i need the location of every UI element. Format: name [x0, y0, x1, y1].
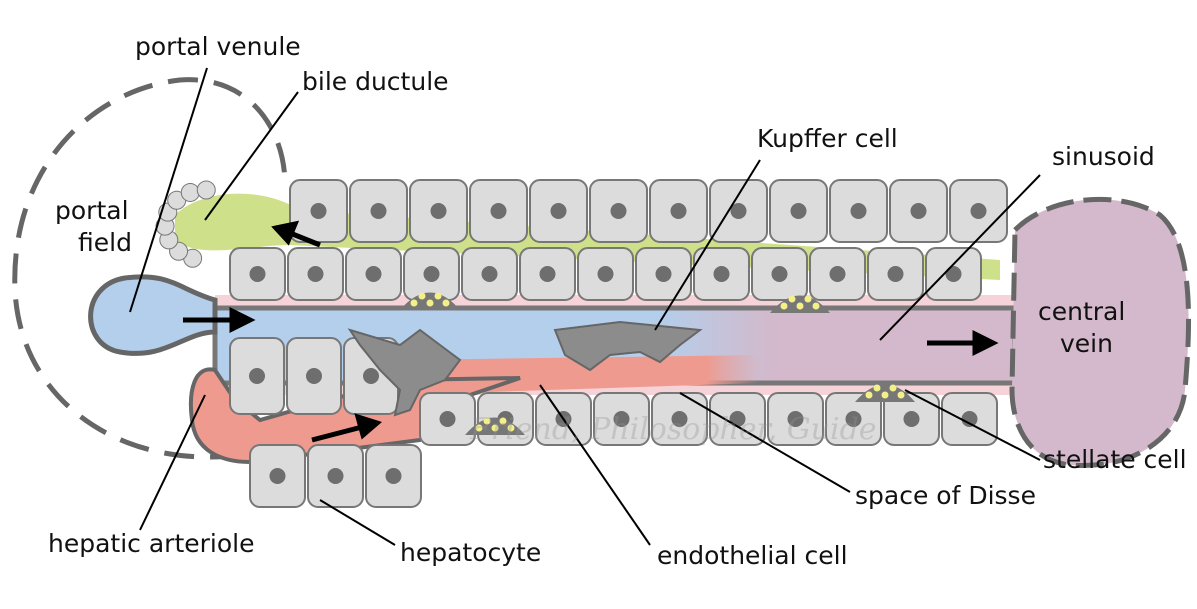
- cholangiocyte: [180, 182, 200, 202]
- nucleus: [850, 203, 867, 219]
- nucleus: [655, 266, 672, 282]
- leader-lines: [129, 67, 1041, 546]
- nucleus: [490, 203, 507, 219]
- hepatocyte-cells: [155, 179, 1008, 508]
- nucleus: [910, 203, 927, 219]
- nucleus: [670, 203, 687, 219]
- nucleus: [787, 411, 804, 427]
- nucleus: [363, 368, 379, 384]
- lipid-droplet: [483, 417, 491, 425]
- label-sinusoid: sinusoid: [1052, 142, 1155, 171]
- lipid-droplet: [881, 391, 889, 399]
- lipid-droplet: [812, 302, 820, 310]
- central-vein: [1009, 196, 1192, 469]
- nucleus: [961, 411, 978, 427]
- nucleus: [610, 203, 627, 219]
- lipid-droplet: [804, 295, 812, 303]
- lipid-droplet: [873, 384, 881, 392]
- nucleus: [887, 266, 904, 282]
- lipid-droplet: [491, 424, 499, 432]
- lipid-droplet: [780, 302, 788, 310]
- label-hepatocyte: hepatocyte: [400, 538, 542, 567]
- nucleus: [306, 368, 322, 384]
- nucleus: [845, 411, 862, 427]
- kupffer-cell: [553, 320, 703, 372]
- label-bile-ductule: bile ductule: [302, 67, 449, 96]
- nucleus: [249, 368, 265, 384]
- nucleus: [903, 411, 920, 427]
- nucleus: [539, 266, 556, 282]
- label-portal-field-line2: field: [78, 228, 132, 257]
- nucleus: [385, 468, 402, 484]
- watermark: Friend, Philosopher, Guide: [470, 412, 877, 447]
- nucleus: [370, 203, 387, 219]
- nucleus: [771, 266, 788, 282]
- portal-venule: [88, 274, 218, 356]
- lipid-droplet: [434, 292, 442, 300]
- nucleus: [481, 266, 498, 282]
- nucleus: [970, 203, 987, 219]
- nucleus: [945, 266, 962, 282]
- nucleus: [550, 203, 567, 219]
- portal-field-outline: [12, 77, 288, 460]
- label-central-vein-line1: central: [1038, 297, 1126, 326]
- nucleus: [829, 266, 846, 282]
- nucleus: [597, 266, 614, 282]
- nucleus: [423, 266, 440, 282]
- lipid-droplet: [889, 384, 897, 392]
- nucleus: [249, 266, 266, 282]
- cholangiocyte: [196, 180, 216, 200]
- label-portal-field-line1: portal: [55, 196, 129, 225]
- nucleus: [713, 266, 730, 282]
- lipid-droplet: [426, 299, 434, 307]
- lipid-droplet: [788, 295, 796, 303]
- nucleus: [307, 266, 324, 282]
- lipid-droplet: [499, 417, 507, 425]
- label-central-vein-line2: vein: [1060, 329, 1113, 358]
- label-space-of-disse: space of Disse: [855, 481, 1036, 510]
- lipid-droplet: [410, 299, 418, 307]
- kupffer-cell: [347, 328, 462, 417]
- lipid-droplet: [865, 391, 873, 399]
- nucleus: [310, 203, 327, 219]
- lipid-droplet: [418, 292, 426, 300]
- label-portal-venule: portal venule: [135, 32, 301, 61]
- nucleus: [671, 411, 688, 427]
- lipid-droplet: [475, 424, 483, 432]
- nucleus: [327, 468, 344, 484]
- label-kupffer-cell: Kupffer cell: [757, 124, 898, 153]
- nucleus: [613, 411, 630, 427]
- lipid-droplet: [897, 391, 905, 399]
- label-endothelial-cell: endothelial cell: [657, 541, 848, 570]
- nucleus: [730, 203, 747, 219]
- lipid-droplet: [507, 424, 515, 432]
- lipid-droplet: [796, 302, 804, 310]
- stellate-cells: [400, 292, 915, 435]
- label-hepatic-arteriole: hepatic arteriole: [48, 529, 255, 558]
- nucleus: [790, 203, 807, 219]
- label-stellate-cell: stellate cell: [1043, 445, 1187, 474]
- nucleus: [365, 266, 382, 282]
- nucleus: [269, 468, 286, 484]
- nucleus: [430, 203, 447, 219]
- flow-arrows: [183, 220, 999, 443]
- nucleus: [439, 411, 456, 427]
- lipid-droplet: [442, 299, 450, 307]
